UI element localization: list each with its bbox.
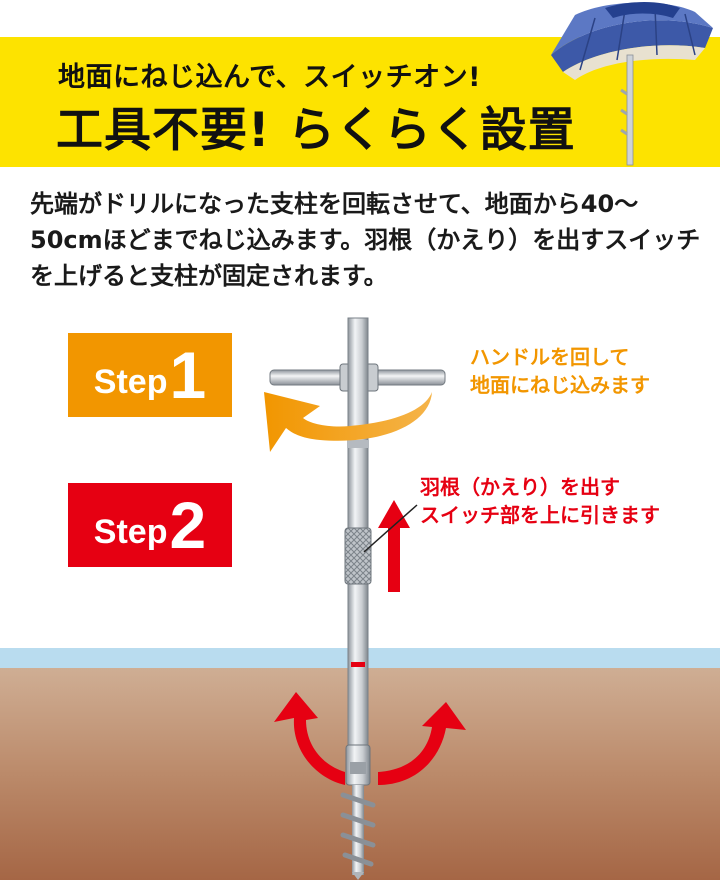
up-arrow-icon	[378, 500, 410, 592]
step-1-badge: Step 1	[68, 333, 232, 417]
step-1-note: ハンドルを回して 地面にねじ込みます	[470, 343, 650, 399]
drill-screw	[340, 785, 376, 880]
description-line: 50cmほどまでねじ込みます。羽根（かえり）を出すスイッチ	[30, 226, 701, 254]
note-line: ハンドルを回して	[470, 345, 630, 369]
step-number: 1	[169, 338, 207, 412]
note-line: 羽根（かえり）を出す	[420, 475, 620, 499]
switch-part	[344, 527, 372, 585]
note-line: 地面にねじ込みます	[470, 373, 650, 397]
step-2-badge: Step 2	[68, 483, 232, 567]
step-word: Step	[93, 512, 168, 551]
umbrella-icon	[551, 2, 713, 166]
depth-mark	[351, 662, 365, 667]
note-line: スイッチ部を上に引きます	[420, 503, 660, 527]
step-number: 2	[169, 488, 207, 562]
step-word: Step	[93, 362, 168, 401]
description: 先端がドリルになった支柱を回転させて、地面から40～ 50cmほどまでねじ込みま…	[30, 186, 700, 294]
description-line: を上げると支柱が固定されます。	[30, 262, 388, 290]
twist-arrow-icon	[274, 692, 345, 785]
rotate-arrow-icon	[264, 392, 432, 452]
pointer-line	[363, 504, 418, 553]
step-2-note: 羽根（かえり）を出す スイッチ部を上に引きます	[420, 473, 660, 529]
banner-subtitle: 地面にねじ込んで、スイッチオン!	[58, 62, 481, 93]
banner-title: 工具不要! らくらく設置	[56, 103, 576, 158]
twist-arrow-icon	[378, 702, 466, 785]
pole-collar	[347, 440, 369, 448]
description-line: 先端がドリルになった支柱を回転させて、地面から40～	[30, 190, 639, 218]
